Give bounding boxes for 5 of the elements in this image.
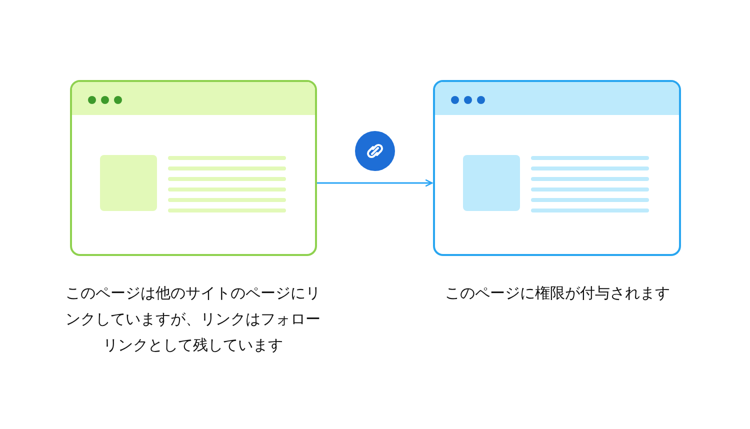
caption-text: このページに権限が付与されます xyxy=(444,283,671,304)
browser-window xyxy=(433,80,681,256)
arrow xyxy=(317,179,433,187)
caption-text: このページは他のサイトのページにリンクしていますが、リンクはフォローリンクとして残しています xyxy=(64,283,322,356)
browser-window xyxy=(70,80,317,256)
